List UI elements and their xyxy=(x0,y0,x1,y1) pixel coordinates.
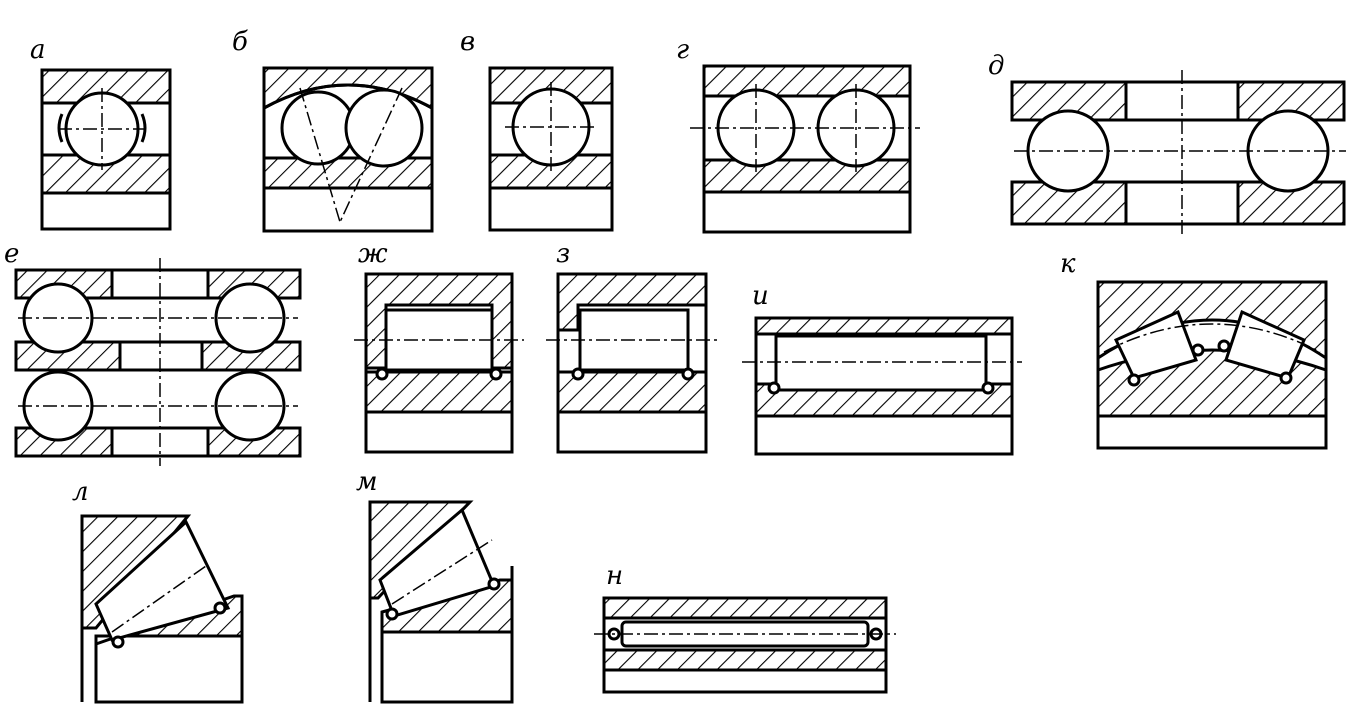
panel-a xyxy=(40,68,172,231)
label-m: м xyxy=(356,467,378,497)
panel-i xyxy=(742,316,1022,456)
panel-labels: а б в г д е ж з и к л м н xyxy=(4,27,1076,591)
label-zh: ж xyxy=(358,239,388,269)
label-k: к xyxy=(1060,249,1076,279)
label-i: и xyxy=(752,281,769,311)
panel-e xyxy=(14,258,302,466)
panel-n xyxy=(594,596,896,694)
label-e: е xyxy=(4,239,19,269)
panel-d xyxy=(1010,70,1346,236)
label-d: д xyxy=(988,51,1004,81)
panel-zh xyxy=(354,272,524,454)
panel-v xyxy=(488,66,614,232)
label-v: в xyxy=(460,27,475,57)
label-n: н xyxy=(606,561,623,591)
panel-m xyxy=(368,500,514,704)
panel-l xyxy=(80,514,244,704)
label-b: б xyxy=(232,27,248,57)
panel-k xyxy=(1096,280,1328,450)
label-z: з xyxy=(556,239,570,269)
panel-b xyxy=(262,66,434,233)
panel-g xyxy=(690,64,920,234)
label-a: а xyxy=(30,35,46,65)
panel-z xyxy=(546,272,718,454)
label-l: л xyxy=(72,477,89,507)
label-g: г xyxy=(676,35,689,65)
